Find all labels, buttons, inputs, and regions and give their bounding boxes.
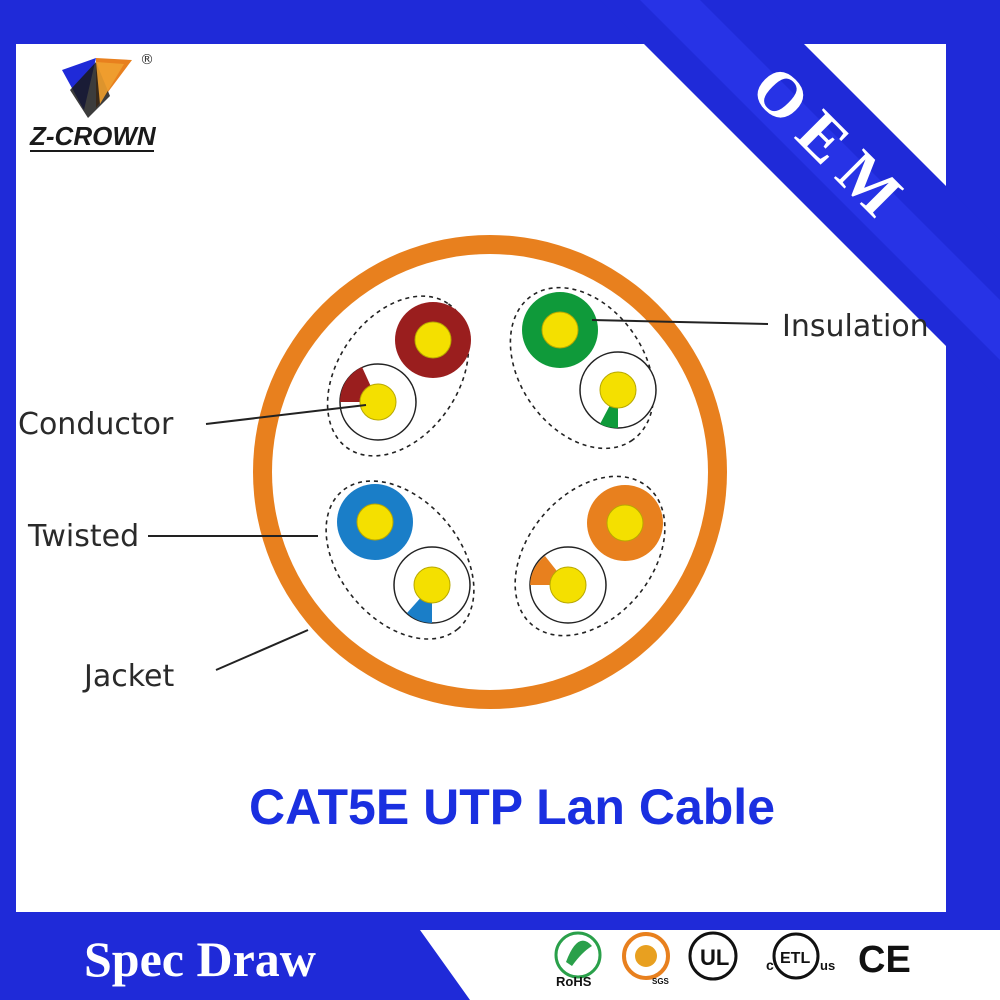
label-jacket: Jacket [82, 659, 174, 694]
footer-band: Spec Draw [0, 912, 1000, 1000]
pair-green [509, 286, 657, 450]
brand-logo: ® Z-CROWN [29, 52, 157, 152]
cable-core-area [272, 254, 708, 690]
conductor-orange [606, 504, 644, 542]
footer-title: Spec Draw [84, 931, 316, 987]
leader-insulation [591, 319, 769, 325]
conductor-white-orange [549, 566, 587, 604]
conductor-white-brown [359, 383, 397, 421]
leader-lines [148, 319, 769, 671]
svg-text:SGS: SGS [652, 977, 670, 986]
label-insulation: Insulation [782, 309, 929, 344]
registered-mark: ® [140, 52, 154, 68]
conductor-green [541, 311, 579, 349]
crown-logo-icon [62, 58, 132, 118]
brand-name: Z-CROWN [29, 121, 157, 151]
svg-text:us: us [820, 958, 835, 973]
leader-jacket [215, 629, 309, 671]
cable-cross-section [253, 235, 727, 709]
pair-blue [325, 480, 475, 640]
etl-icon: c ETL us [766, 932, 835, 980]
conductor-white-blue [413, 566, 451, 604]
ul-icon: UL [688, 931, 738, 981]
svg-text:UL: UL [700, 945, 729, 970]
rohs-icon: RoHS [554, 931, 602, 989]
label-twisted: Twisted [27, 519, 139, 554]
conductor-brown [414, 321, 452, 359]
svg-text:CE: CE [858, 939, 911, 981]
conductor-white-green [599, 371, 637, 409]
leader-conductor [205, 404, 367, 425]
sgs-icon: SGS [622, 932, 670, 986]
svg-text:ETL: ETL [780, 950, 810, 967]
label-conductor: Conductor [18, 407, 174, 442]
pair-brown [326, 295, 471, 457]
pair-orange [514, 475, 666, 637]
conductor-blue [356, 503, 394, 541]
svg-text:RoHS: RoHS [556, 974, 592, 989]
ce-icon: CE [858, 939, 911, 981]
diagram-title: CAT5E UTP Lan Cable [249, 779, 775, 835]
svg-text:c: c [766, 957, 774, 973]
